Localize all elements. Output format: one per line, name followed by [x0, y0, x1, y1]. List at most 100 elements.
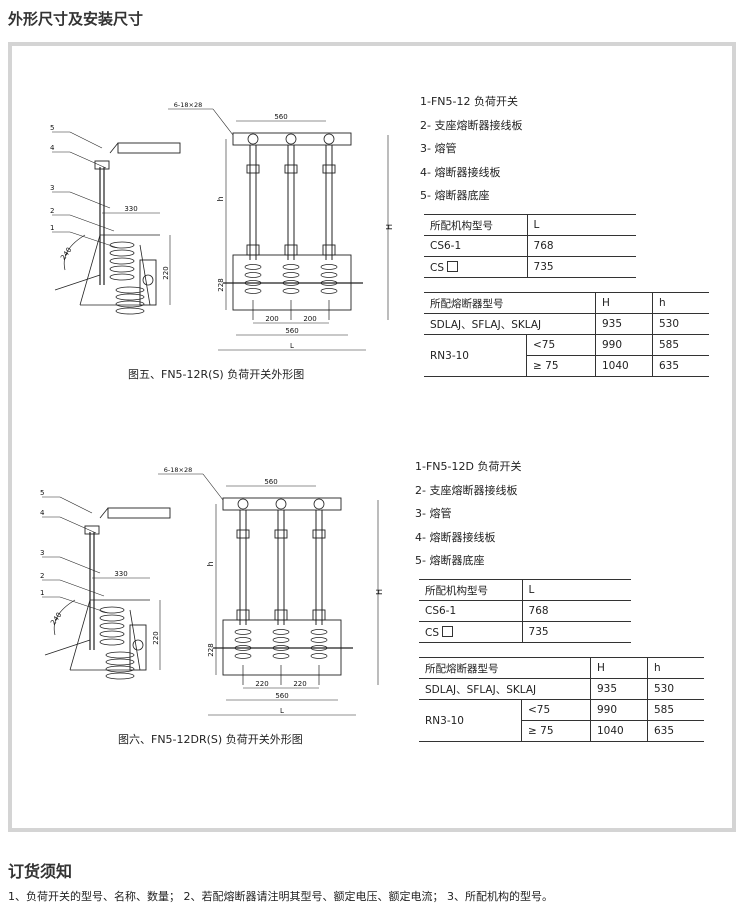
dim-bolt-holes: 6-18×28	[164, 466, 192, 474]
fuse-clip	[246, 244, 260, 256]
fuse-clip	[236, 609, 250, 621]
legend-item: 2- 支座熔断器接线板	[420, 118, 523, 132]
table-header: L	[521, 579, 631, 601]
callout-number: 5	[50, 124, 54, 132]
dim-h: h	[206, 561, 215, 566]
legend-item: 4- 熔断器接线板	[415, 530, 496, 544]
fuse-base-handle	[117, 142, 181, 154]
table-cell: SDLAJ、SFLAJ、SKLAJ	[424, 313, 596, 335]
angle-arc	[63, 234, 86, 271]
dim-spacing-a: 220	[255, 680, 268, 688]
table-header: H	[595, 292, 653, 314]
table-cell: 635	[652, 355, 709, 377]
dim-spacing-b: 220	[293, 680, 306, 688]
table-cell: 990	[590, 699, 648, 721]
ordering-notes: 1、负荷开关的型号、名称、数量； 2、若配熔断器请注明其型号、额定电压、额定电流…	[8, 890, 553, 903]
table-header: h	[647, 657, 704, 679]
dim-spacing-a: 200	[265, 315, 278, 323]
fuse-clip	[322, 164, 336, 174]
table-cell: 530	[652, 313, 709, 335]
dim-h: h	[216, 196, 225, 201]
legend-item: 3- 熔管	[415, 507, 452, 520]
legend-item: 2- 支座熔断器接线板	[415, 483, 518, 497]
dim-bolt-holes: 6-18×28	[174, 101, 202, 109]
checkbox-square-icon	[447, 260, 458, 272]
table-cell: CS	[424, 256, 528, 278]
legend-item: 3- 熔管	[420, 142, 457, 155]
table-header: L	[526, 214, 636, 236]
figure-caption: 图六、FN5-12DR(S) 负荷开关外形图	[118, 733, 303, 746]
table-cell: SDLAJ、SFLAJ、SKLAJ	[419, 678, 591, 700]
table-cell: 1040	[595, 355, 653, 377]
dim-side-height: 220	[152, 631, 160, 644]
dim-top-width: 560	[264, 478, 277, 486]
table-cell: CS6-1	[424, 235, 528, 257]
fuse-clip	[274, 529, 288, 539]
dim-spacing-b: 200	[303, 315, 316, 323]
section-title-ordering: 订货须知	[8, 862, 73, 881]
table-cell: 735	[526, 256, 636, 278]
legend-item: 1-FN5-12 负荷开关	[420, 95, 518, 108]
table-header: 所配熔断器型号	[419, 657, 591, 679]
table-cell: RN3-10	[424, 334, 527, 377]
section-title-dimensions: 外形尺寸及安装尺寸	[8, 10, 144, 28]
table-header: h	[652, 292, 709, 314]
dim-top-width: 560	[274, 113, 287, 121]
table-header: 所配机构型号	[419, 579, 523, 601]
mechanism-box	[129, 624, 147, 671]
table-header: 所配熔断器型号	[424, 292, 596, 314]
fuse-base-handle	[107, 507, 171, 519]
dim-L: L	[290, 342, 294, 350]
dim-side-width: 330	[124, 205, 137, 213]
table-cell: 1040	[590, 720, 648, 742]
table-cell: ≥ 75	[521, 720, 591, 742]
dim-bottom-width: 560	[285, 327, 298, 335]
dim-angle: 240	[59, 246, 73, 262]
fuse-clip	[236, 529, 250, 539]
table-cell: 935	[590, 678, 648, 700]
table-cell: 530	[647, 678, 704, 700]
table-cell: 768	[521, 600, 631, 622]
dim-angle: 240	[49, 611, 63, 627]
callout-number: 2	[40, 572, 44, 580]
table-cell: CS6-1	[419, 600, 523, 622]
fuse-clip	[284, 244, 298, 256]
fuse-clip	[284, 164, 298, 174]
table-cell: 635	[647, 720, 704, 742]
callout-number: 4	[50, 144, 55, 152]
top-base-plate	[222, 497, 342, 511]
checkbox-square-icon	[442, 625, 453, 637]
dim-lower: 228	[217, 278, 225, 291]
fuse-clip	[246, 164, 260, 174]
callout-number: 4	[40, 509, 45, 517]
dim-H: H	[385, 224, 394, 230]
table-cell: 990	[595, 334, 653, 356]
dim-H: H	[375, 589, 384, 595]
callout-number: 2	[50, 207, 54, 215]
legend-item: 4- 熔断器接线板	[420, 165, 501, 179]
table-cell: RN3-10	[419, 699, 522, 742]
table-cell: 935	[595, 313, 653, 335]
table-cell: 768	[526, 235, 636, 257]
legend-item: 5- 熔断器底座	[415, 554, 485, 567]
table-header: H	[590, 657, 648, 679]
callout-number: 1	[50, 224, 54, 232]
dim-side-height: 220	[162, 266, 170, 279]
dim-side-width: 330	[114, 570, 127, 578]
